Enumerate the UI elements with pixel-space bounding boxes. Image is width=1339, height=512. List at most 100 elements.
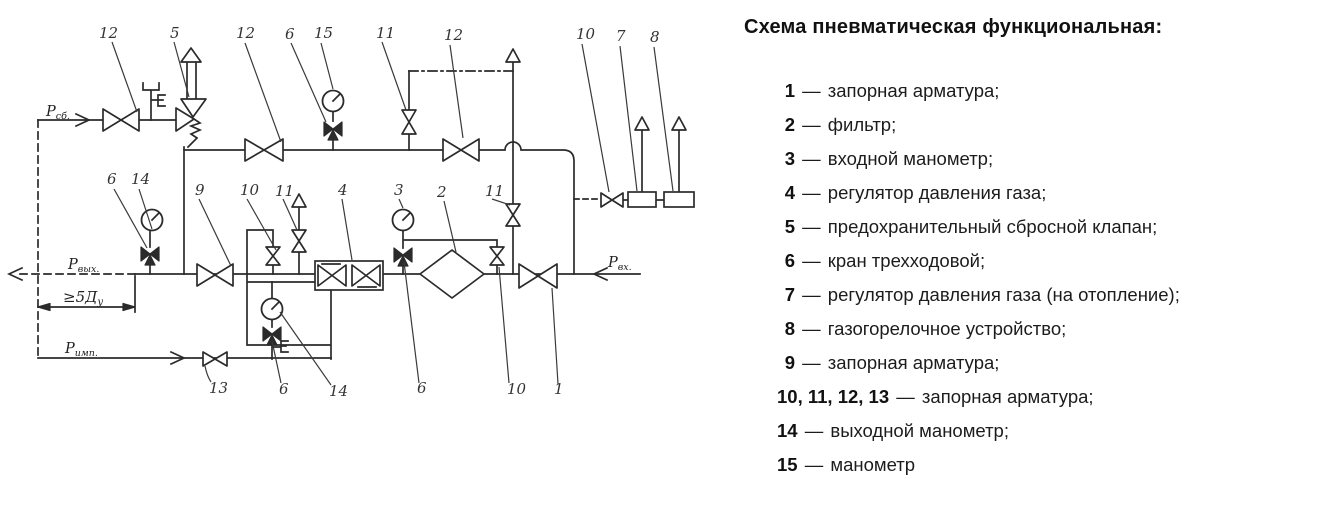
legend-item-dash: —	[797, 216, 826, 237]
valve-13	[202, 351, 228, 367]
valve-9	[196, 263, 234, 287]
component-number-label: 8	[650, 28, 660, 46]
pimp-arrow-icon	[169, 350, 187, 366]
legend-panel: Схема пневматическая функциональная: 1 —…	[730, 0, 1339, 512]
valve-10c	[489, 246, 505, 266]
flow-arrow-left-icon	[6, 266, 24, 282]
component-number-label: 4	[337, 181, 348, 199]
component-number-label: 12	[99, 24, 118, 42]
valve-11c	[505, 48, 521, 227]
valve-11a	[401, 109, 417, 135]
legend-item-number: 14	[777, 420, 798, 441]
component-number-label: 2	[436, 183, 447, 201]
legend-item-desc: газогорелочное устройство;	[827, 318, 1067, 339]
legend-item: 10, 11, 12, 13 — запорная арматура;	[777, 380, 1337, 414]
legend-item: 15 — манометр	[777, 448, 1337, 482]
legend-item-number: 3	[784, 148, 795, 169]
gas-burner-8	[663, 191, 695, 208]
legend-item-desc: входной манометр;	[827, 148, 994, 169]
legend-item: 4 — регулятор давления газа;	[777, 176, 1337, 210]
three-way-6a	[323, 121, 343, 141]
legend-item-desc: выходной манометр;	[830, 420, 1009, 441]
component-number-label: 6	[279, 380, 289, 398]
component-number-label: 3	[394, 181, 404, 199]
dimension-text: ≥5Ду	[63, 288, 103, 308]
legend-title: Схема пневматическая функциональная:	[744, 16, 1163, 38]
port-label: Римп.	[64, 341, 98, 359]
legend-item-number: 8	[784, 318, 795, 339]
leader-lines	[111, 41, 674, 386]
component-number-label: 10	[507, 380, 527, 398]
filter-2	[419, 249, 485, 299]
vent-arrow-icon	[671, 116, 687, 131]
legend-item: 1 — запорная арматура;	[777, 74, 1337, 108]
dimension-label: ≥5Ду	[63, 288, 103, 308]
gauge-15	[321, 89, 345, 113]
loop-valve10b	[246, 229, 274, 275]
atmosphere-vent-icon	[142, 82, 166, 121]
component-number-label: 11	[485, 182, 504, 200]
legend-item-number: 7	[784, 284, 795, 305]
three-way-6c	[262, 326, 282, 346]
gauge14b-stem-vent	[271, 281, 289, 360]
component-number-label: 6	[285, 25, 295, 43]
valve-12a	[102, 108, 140, 132]
port-label: Рвх.	[607, 255, 632, 273]
dimension-line	[37, 275, 136, 313]
legend-list: 1 — запорная арматура;2 — фильтр;3 — вхо…	[777, 74, 1337, 482]
legend-item-dash: —	[797, 318, 826, 339]
legend-item-desc: регулятор давления газа;	[827, 182, 1047, 203]
apparatus	[314, 191, 695, 299]
legend-item-dash: —	[797, 114, 826, 135]
legend-item-dash: —	[797, 250, 826, 271]
legend-item-desc: запорная арматура;	[921, 386, 1094, 407]
component-number-label: 9	[195, 181, 205, 199]
legend-item-number: 6	[784, 250, 795, 271]
shutoff-valves	[102, 47, 687, 367]
pressure-regulator-4	[314, 260, 384, 291]
inlet-arrow-icon	[591, 266, 609, 282]
component-number-label: 12	[236, 24, 255, 42]
gauge-14b	[260, 297, 284, 321]
component-number-label: 1	[554, 380, 564, 398]
discharge-arrow-icon	[180, 47, 202, 63]
legend-item-desc: фильтр;	[827, 114, 897, 135]
legend-item: 8 — газогорелочное устройство;	[777, 312, 1337, 346]
port-label: Рсб.	[45, 104, 70, 122]
safety-relief-valve-5	[175, 47, 207, 132]
legend-item-number: 5	[784, 216, 795, 237]
legend-item-desc: регулятор давления газа (на отопление);	[827, 284, 1180, 305]
legend-item-desc: запорная арматура;	[827, 80, 1000, 101]
legend-item-number: 9	[784, 352, 795, 373]
three-way-cocks	[140, 121, 413, 346]
dim-arrow-right-icon	[122, 302, 136, 312]
valve-11b	[291, 193, 307, 253]
vent-arrow-icon	[291, 193, 307, 208]
vent-arrow-icon	[634, 116, 650, 131]
component-number-label: 7	[616, 27, 626, 45]
valve-10b	[265, 246, 281, 266]
legend-item-number: 10, 11, 12, 13	[777, 386, 890, 407]
component-number-label: 14	[329, 382, 348, 400]
legend-item-dash: —	[799, 454, 829, 475]
flow-arrow-right-icon	[74, 112, 92, 128]
legend-item-desc: запорная арматура;	[827, 352, 1000, 373]
legend-item-desc: предохранительный сбросной клапан;	[827, 216, 1158, 237]
legend-item-desc: манометр	[830, 454, 916, 475]
legend-item: 5 — предохранительный сбросной клапан;	[777, 210, 1337, 244]
legend-item: 9 — запорная арматура;	[777, 346, 1337, 380]
component-number-label: 11	[275, 182, 294, 200]
component-number-label: 13	[209, 379, 228, 397]
component-number-label: 6	[417, 379, 427, 397]
safety-valve-spring	[186, 117, 203, 149]
legend-item-number: 4	[784, 182, 795, 203]
component-number-label: 10	[576, 25, 596, 43]
heating-regulator-7	[627, 191, 657, 208]
component-number-label: 11	[376, 24, 395, 42]
valve-12c	[442, 138, 480, 162]
port-label: Рвых.	[67, 257, 99, 275]
legend-item-number: 15	[777, 454, 798, 475]
legend-item: 14 — выходной манометр;	[777, 414, 1337, 448]
